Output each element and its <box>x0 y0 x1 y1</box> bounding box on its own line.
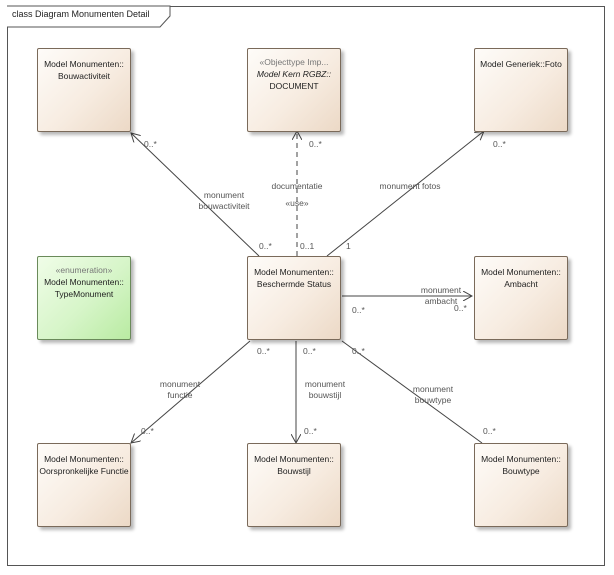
assoc-ambacht-role: monument ambacht <box>410 285 472 307</box>
class-foto[interactable]: Model Generiek::Foto <box>474 48 568 132</box>
assoc-functie-line <box>131 340 251 443</box>
assoc-bouwactiviteit-line <box>131 133 260 257</box>
assoc-fotos-role: monument fotos <box>379 181 441 191</box>
class-name: Bouwactiviteit <box>58 71 110 81</box>
role-line: monument <box>412 384 454 394</box>
class-package: Model Kern RGBZ:: <box>256 69 332 79</box>
mult-ambacht-target: 0..* <box>454 303 467 313</box>
class-name: Bouwstijl <box>277 466 311 476</box>
role-stereotype: «use» <box>285 198 309 208</box>
frame-title: class Diagram Monumenten Detail <box>12 9 150 19</box>
class-package: Model Monumenten:: <box>254 454 334 464</box>
class-document[interactable]: «Objecttype Imp... Model Kern RGBZ:: DOC… <box>247 48 341 132</box>
role-line: monument <box>420 285 462 295</box>
mult-fotos-target: 0..* <box>493 139 506 149</box>
role-line: monument <box>203 190 245 200</box>
assoc-functie-role: monument functie <box>145 379 215 401</box>
role-line: ambacht <box>424 296 458 306</box>
mult-bouwtype-source: 0..* <box>352 346 365 356</box>
assoc-fotos-line <box>326 131 484 257</box>
class-package: Model Monumenten:: <box>254 267 334 277</box>
class-name: Ambacht <box>504 279 538 289</box>
class-ambacht[interactable]: Model Monumenten:: Ambacht <box>474 256 568 340</box>
class-package: Model Monumenten:: <box>44 59 124 69</box>
class-package: Model Monumenten:: <box>44 454 124 464</box>
class-package: Model Monumenten:: <box>481 267 561 277</box>
frame-title-tab <box>7 5 171 28</box>
class-name: Bouwtype <box>502 466 540 476</box>
mult-ambacht-source: 0..* <box>352 305 365 315</box>
assoc-bouwtype-role: monument bouwtype <box>398 384 468 406</box>
mult-bouwstijl-source: 0..* <box>303 346 316 356</box>
mult-bouwstijl-target: 0..* <box>304 426 317 436</box>
role-line: bouwstijl <box>308 390 342 400</box>
assoc-documentatie-role: documentatie «use» <box>262 181 332 209</box>
role-line: monument <box>159 379 201 389</box>
class-name: DOCUMENT <box>269 81 319 91</box>
class-name: Beschermde Status <box>256 279 332 289</box>
class-bouwactiviteit[interactable]: Model Monumenten:: Bouwactiviteit <box>37 48 131 132</box>
class-bouwtype[interactable]: Model Monumenten:: Bouwtype <box>474 443 568 527</box>
mult-bouwtype-target: 0..* <box>483 426 496 436</box>
class-package: Model Monumenten:: <box>481 454 561 464</box>
class-beschermde-status[interactable]: Model Monumenten:: Beschermde Status <box>247 256 341 340</box>
assoc-bouwstijl-role: monument bouwstijl <box>290 379 360 401</box>
role-line: functie <box>167 390 193 400</box>
mult-documentatie-target: 0..* <box>309 139 322 149</box>
class-stereotype: «Objecttype Imp... <box>259 57 329 67</box>
assoc-bouwactiviteit-role: monument bouwactiviteit <box>189 190 259 212</box>
class-oorspronkelijke-functie[interactable]: Model Monumenten:: Oorspronkelijke Funct… <box>37 443 131 527</box>
mult-fotos-source: 1 <box>346 241 351 251</box>
role-line: bouwtype <box>414 395 452 405</box>
assoc-bouwtype-line <box>341 340 483 444</box>
mult-documentatie-source: 0..1 <box>300 241 315 251</box>
class-bouwstijl[interactable]: Model Monumenten:: Bouwstijl <box>247 443 341 527</box>
class-name: Oorspronkelijke Functie <box>39 466 129 476</box>
class-typemonument[interactable]: «enumeration» Model Monumenten:: TypeMon… <box>37 256 131 340</box>
class-name: Model Generiek::Foto <box>480 59 562 69</box>
class-stereotype: «enumeration» <box>55 265 113 275</box>
role-line: bouwactiviteit <box>198 201 250 211</box>
class-name: TypeMonument <box>54 289 114 299</box>
mult-bouwactiviteit-target: 0..* <box>144 139 157 149</box>
mult-bouwactiviteit-source: 0..* <box>259 241 272 251</box>
role-line: monument <box>304 379 346 389</box>
mult-functie-source: 0..* <box>257 346 270 356</box>
class-package: Model Monumenten:: <box>44 277 124 287</box>
role-line: documentatie <box>271 181 323 191</box>
mult-functie-target: 0..* <box>141 426 154 436</box>
